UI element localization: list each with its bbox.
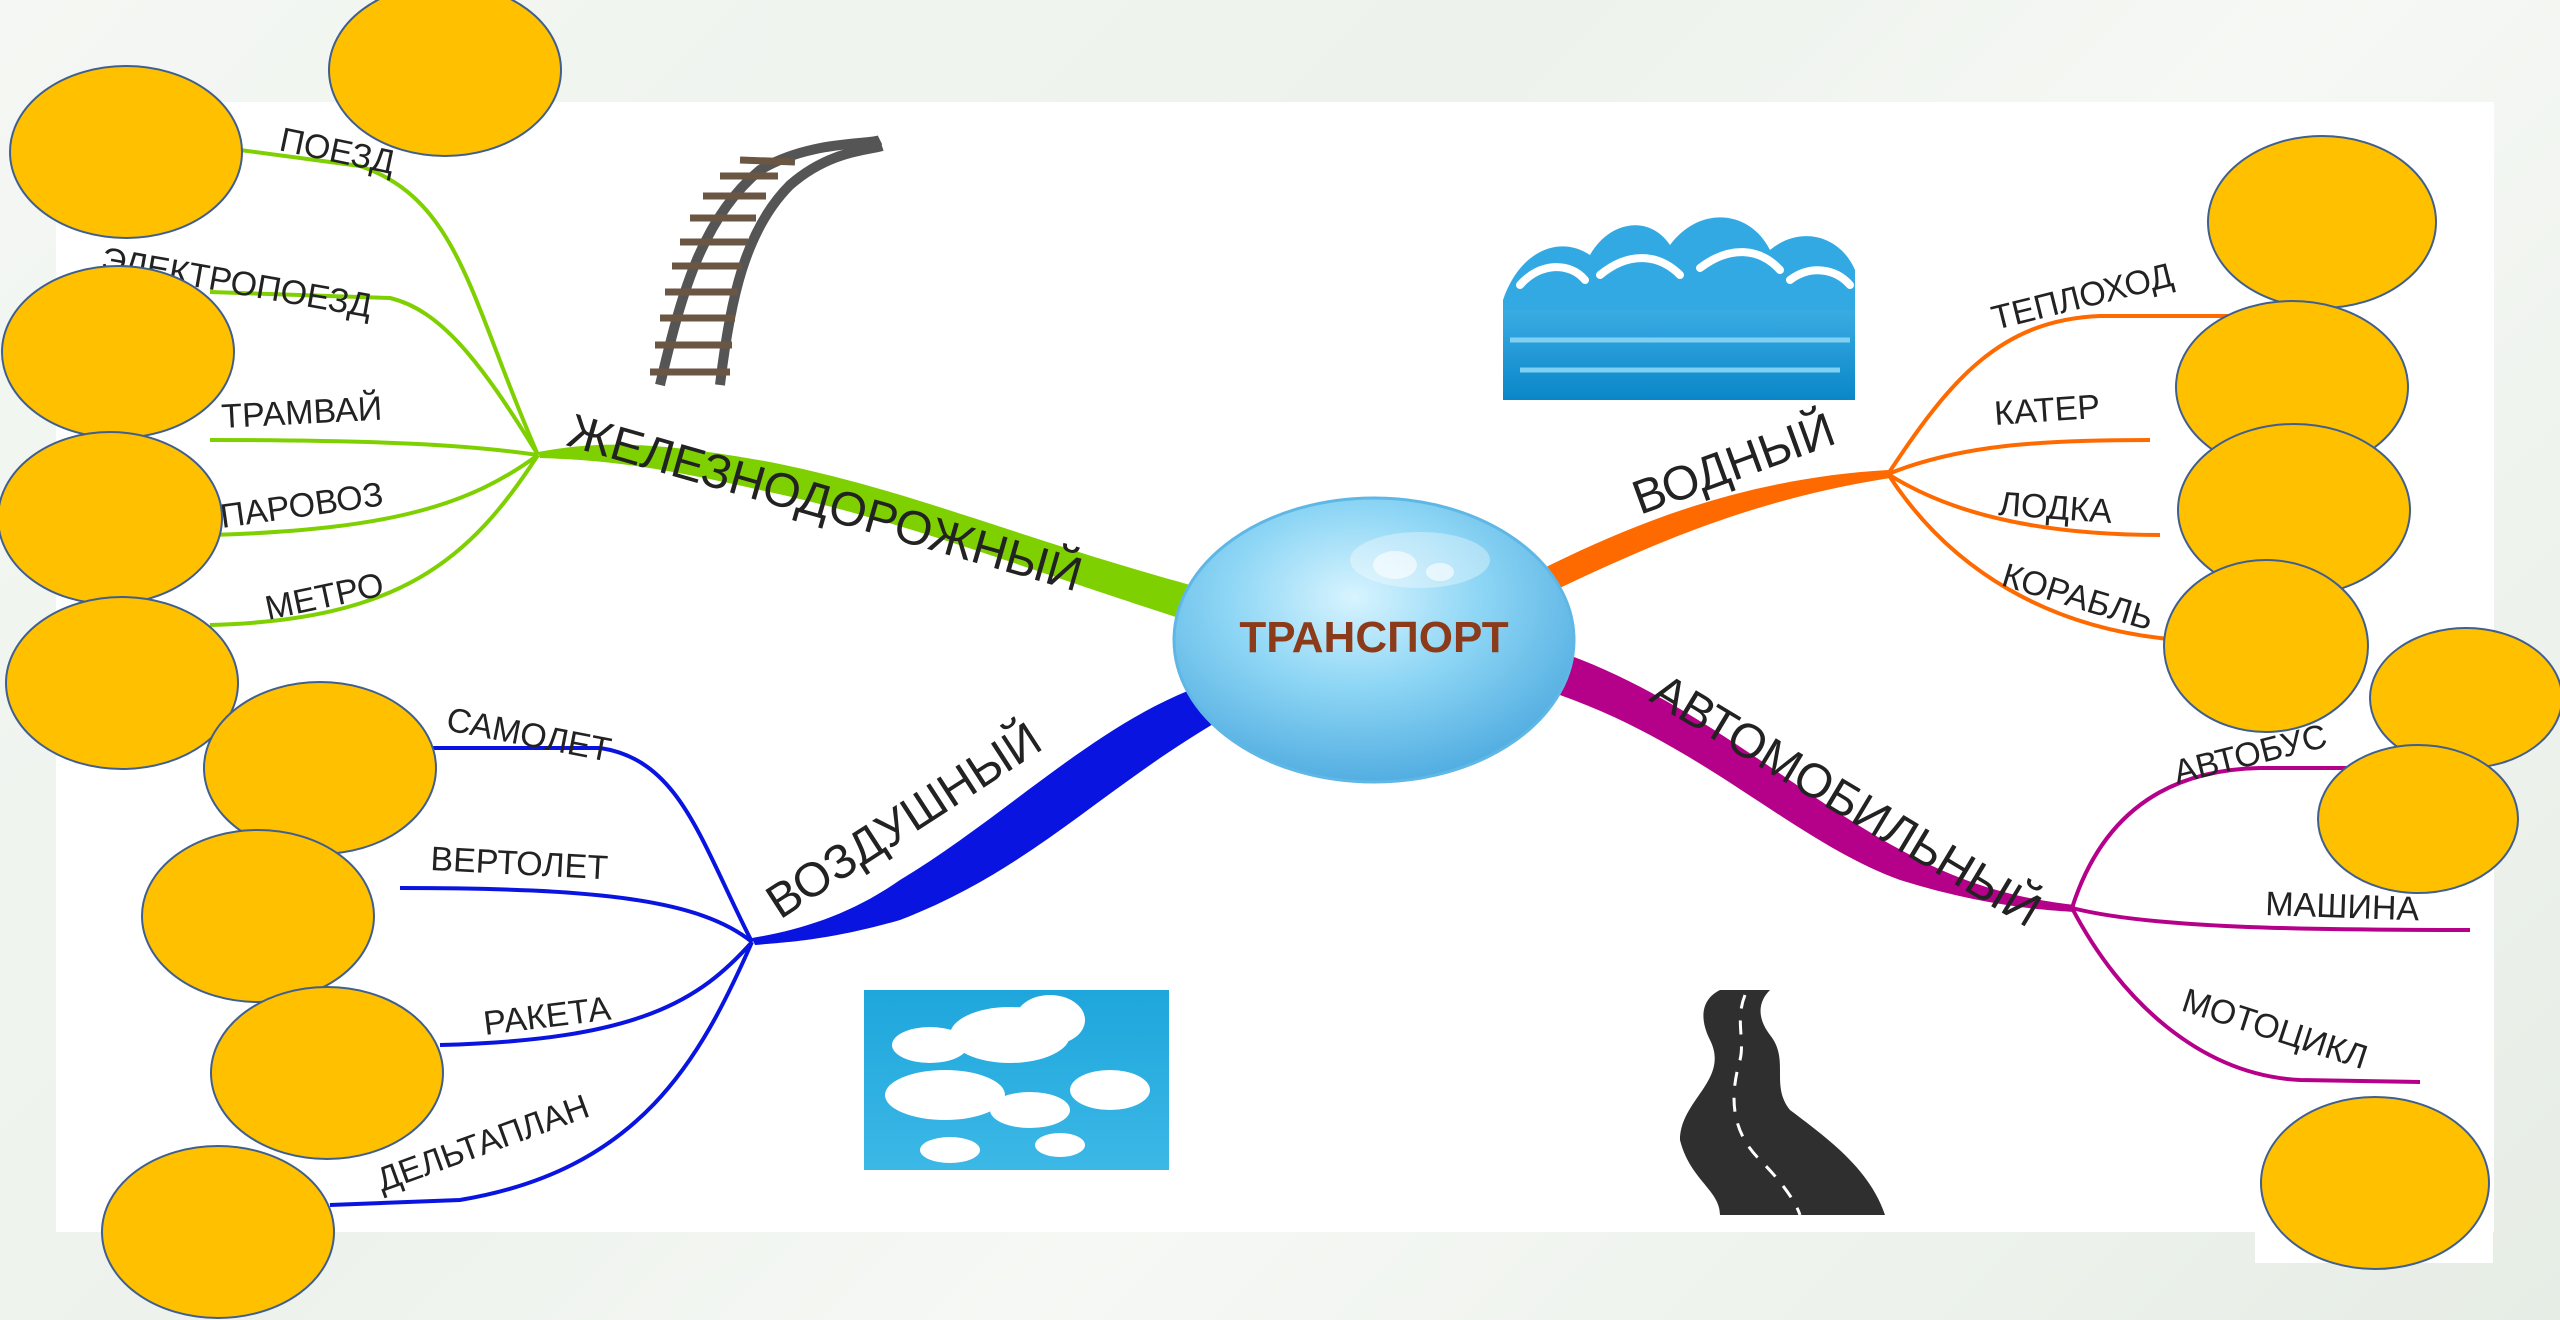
center-label: ТРАНСПОРТ [1239, 613, 1508, 662]
answer-oval[interactable] [141, 829, 375, 1003]
answer-oval[interactable] [5, 596, 239, 770]
branch-air [329, 690, 1220, 1207]
answer-oval[interactable] [328, 0, 562, 157]
leaf-mashina: МАШИНА [2265, 885, 2420, 928]
branch-auto [1545, 650, 2471, 1084]
answer-oval[interactable] [210, 986, 444, 1160]
leaf-lodka: ЛОДКА [1997, 485, 2113, 531]
leaf-kater: КАТЕР [1993, 388, 2101, 433]
answer-oval[interactable] [2317, 744, 2519, 894]
rail-twigs [209, 148, 540, 627]
branch-rail [209, 148, 1190, 627]
answer-oval[interactable] [1, 265, 235, 439]
sea-waves-image [1503, 217, 1855, 400]
answer-oval[interactable] [2260, 1096, 2490, 1270]
air-twigs [329, 746, 754, 1207]
auto-twigs [2070, 766, 2471, 1084]
answer-oval[interactable] [2163, 559, 2369, 733]
answer-oval[interactable] [0, 431, 223, 605]
center-node: ТРАНСПОРТ [1172, 496, 1576, 784]
railway-track-image [650, 135, 884, 387]
answer-oval[interactable] [101, 1145, 335, 1319]
branch-water [1540, 314, 2260, 642]
branch-auto-thick [1545, 650, 2075, 912]
branch-air-thick [752, 690, 1220, 945]
branch-water-thick [1540, 470, 1890, 595]
answer-oval[interactable] [2207, 135, 2437, 309]
leaf-vertolet: ВЕРТОЛЕТ [430, 840, 609, 887]
clouds-image [864, 990, 1169, 1170]
answer-oval[interactable] [203, 681, 437, 855]
answer-oval[interactable] [9, 65, 243, 239]
leaf-tramvai: ТРАМВАЙ [220, 390, 383, 436]
winding-road-image [1680, 990, 1885, 1216]
water-twigs [1886, 314, 2260, 642]
